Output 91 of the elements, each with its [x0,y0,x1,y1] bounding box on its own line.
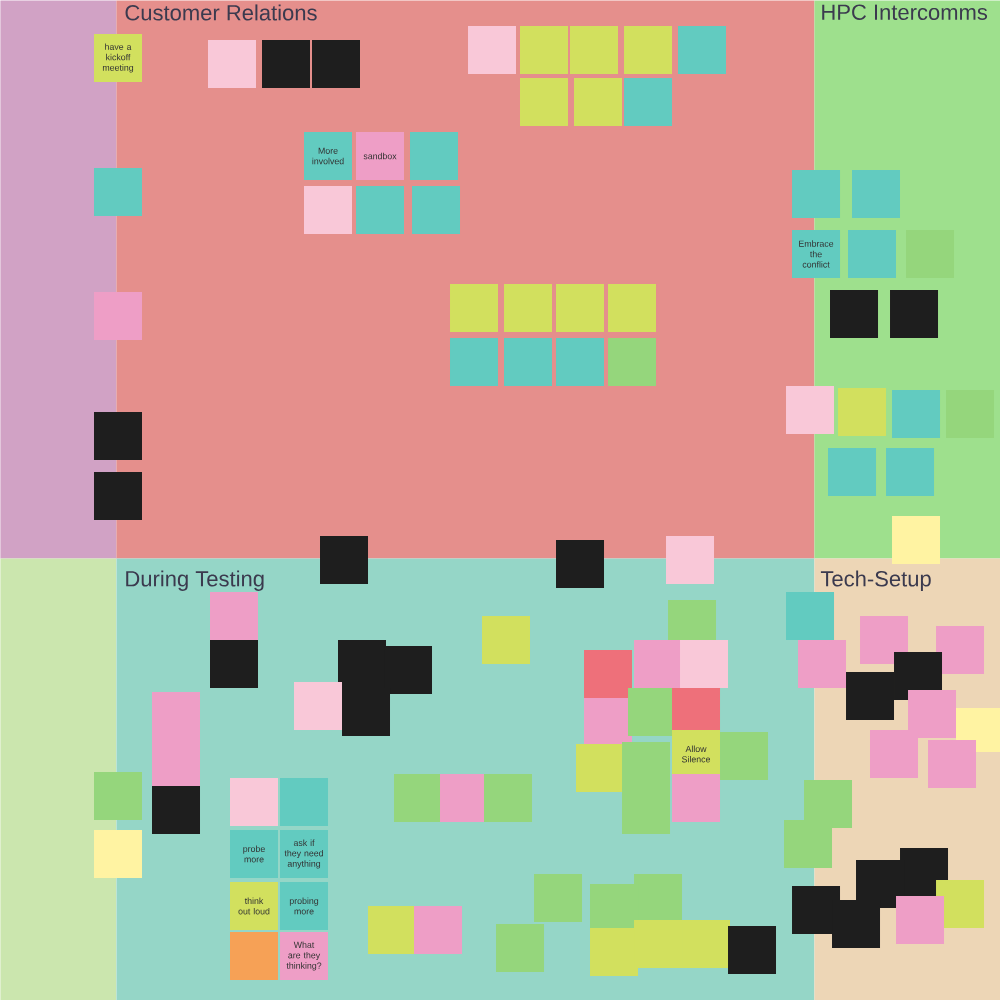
sticky-note [210,640,258,688]
sticky-note [520,26,568,74]
sticky-note [678,26,726,74]
sticky-note [608,284,656,332]
sticky-note [450,338,498,386]
sticky-note [804,780,852,828]
sticky-note [280,778,328,826]
sticky-note [152,740,200,788]
sticky-note [870,730,918,778]
sticky-note [94,772,142,820]
sticky-note [830,290,878,338]
sticky-note [210,592,258,640]
board-section [0,558,117,1000]
sticky-note [928,740,976,788]
sticky-note [356,186,404,234]
sticky-note [892,390,940,438]
sticky-note [590,884,638,932]
sticky-note [936,626,984,674]
sticky-note [848,230,896,278]
sticky-note [152,786,200,834]
sticky-note [152,692,200,740]
sticky-note [556,540,604,588]
sticky-note [468,26,516,74]
sticky-note [860,616,908,664]
sticky-note [412,186,460,234]
sticky-note [798,640,846,688]
sticky-note [634,640,682,688]
sticky-note [886,448,934,496]
sticky-note [720,732,768,780]
sticky-note [896,896,944,944]
sticky-note [440,774,488,822]
sticky-note [262,40,310,88]
sticky-note [94,830,142,878]
sticky-note [504,338,552,386]
sticky-note [504,284,552,332]
sticky-note [908,690,956,738]
sticky-note [312,40,360,88]
sticky-note [570,26,618,74]
sticky-note [410,132,458,180]
sticky-note [574,78,622,126]
sticky-note [832,900,880,948]
sticky-note [624,26,672,74]
sticky-note [484,774,532,822]
sticky-note [94,412,142,460]
sticky-note [496,924,544,972]
sticky-note [94,292,142,340]
sticky-note [556,338,604,386]
sticky-note [534,874,582,922]
sticky-note [634,874,682,922]
sticky-note [890,290,938,338]
sticky-note [482,616,530,664]
sticky-note [576,744,624,792]
sticky-note [94,472,142,520]
sticky-note [584,650,632,698]
sticky-note [556,284,604,332]
sticky-note [838,388,886,436]
sticky-note [672,774,720,822]
sticky-note [208,40,256,88]
sticky-note [628,688,676,736]
sticky-note [786,386,834,434]
sticky-note [394,774,442,822]
sticky-note [784,820,832,868]
sticky-note [384,646,432,694]
sticky-note [786,592,834,640]
sticky-note [634,920,682,968]
sticky-note [622,786,670,834]
sticky-note [852,170,900,218]
sticky-note [94,168,142,216]
sticky-note [368,906,416,954]
sticky-note [608,338,656,386]
sticky-note [666,536,714,584]
sticky-note [680,640,728,688]
sticky-note [520,78,568,126]
sticky-note [624,78,672,126]
sticky-note [338,640,386,688]
sticky-note [792,170,840,218]
sticky-note [342,688,390,736]
sticky-note [622,742,670,790]
sticky-note [590,928,638,976]
sticky-note [828,448,876,496]
sticky-note [450,284,498,332]
sticky-note [304,186,352,234]
sticky-note [892,516,940,564]
sticky-note [414,906,462,954]
sticky-note [294,682,342,730]
sticky-note [728,926,776,974]
sticky-note [682,920,730,968]
sticky-note [230,778,278,826]
sticky-note [846,672,894,720]
sticky-note [320,536,368,584]
sticky-note [230,932,278,980]
